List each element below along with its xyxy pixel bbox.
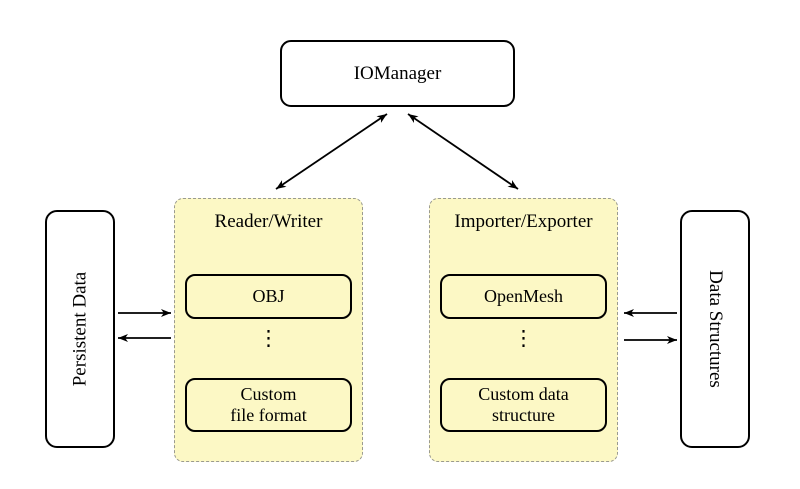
custom-file-format-box: Custom file format <box>185 378 352 432</box>
reader-writer-title: Reader/Writer <box>214 211 323 232</box>
obj-box: OBJ <box>185 274 352 319</box>
openmesh-label: OpenMesh <box>484 286 563 306</box>
iomanager-label: IOManager <box>353 62 442 84</box>
persistent-data-box: Persistent Data <box>45 210 115 448</box>
custom-data-structure-line1: Custom data <box>478 384 569 404</box>
arrow-iomanager-importerexporter <box>407 113 519 190</box>
reader-ellipsis: ⋮ <box>258 326 279 350</box>
iomanager-box: IOManager <box>280 40 515 107</box>
custom-file-format-line1: Custom <box>240 384 297 404</box>
importer-exporter-panel: Importer/Exporter OpenMesh ⋮ Custom data… <box>429 198 618 462</box>
custom-data-structure-box: Custom data structure <box>440 378 607 432</box>
custom-file-format-line2: file format <box>230 405 307 425</box>
data-structures-box: Data Structures <box>680 210 750 448</box>
data-structures-label: Data Structures <box>705 270 726 388</box>
custom-data-structure-line2: structure <box>492 405 555 425</box>
arrow-iomanager-readerwriter <box>275 113 388 190</box>
reader-writer-panel: Reader/Writer OBJ ⋮ Custom file format <box>174 198 363 462</box>
importer-exporter-title: Importer/Exporter <box>454 211 593 232</box>
obj-label: OBJ <box>252 286 285 306</box>
openmesh-box: OpenMesh <box>440 274 607 319</box>
persistent-data-label: Persistent Data <box>69 271 91 387</box>
importer-ellipsis: ⋮ <box>513 326 534 350</box>
